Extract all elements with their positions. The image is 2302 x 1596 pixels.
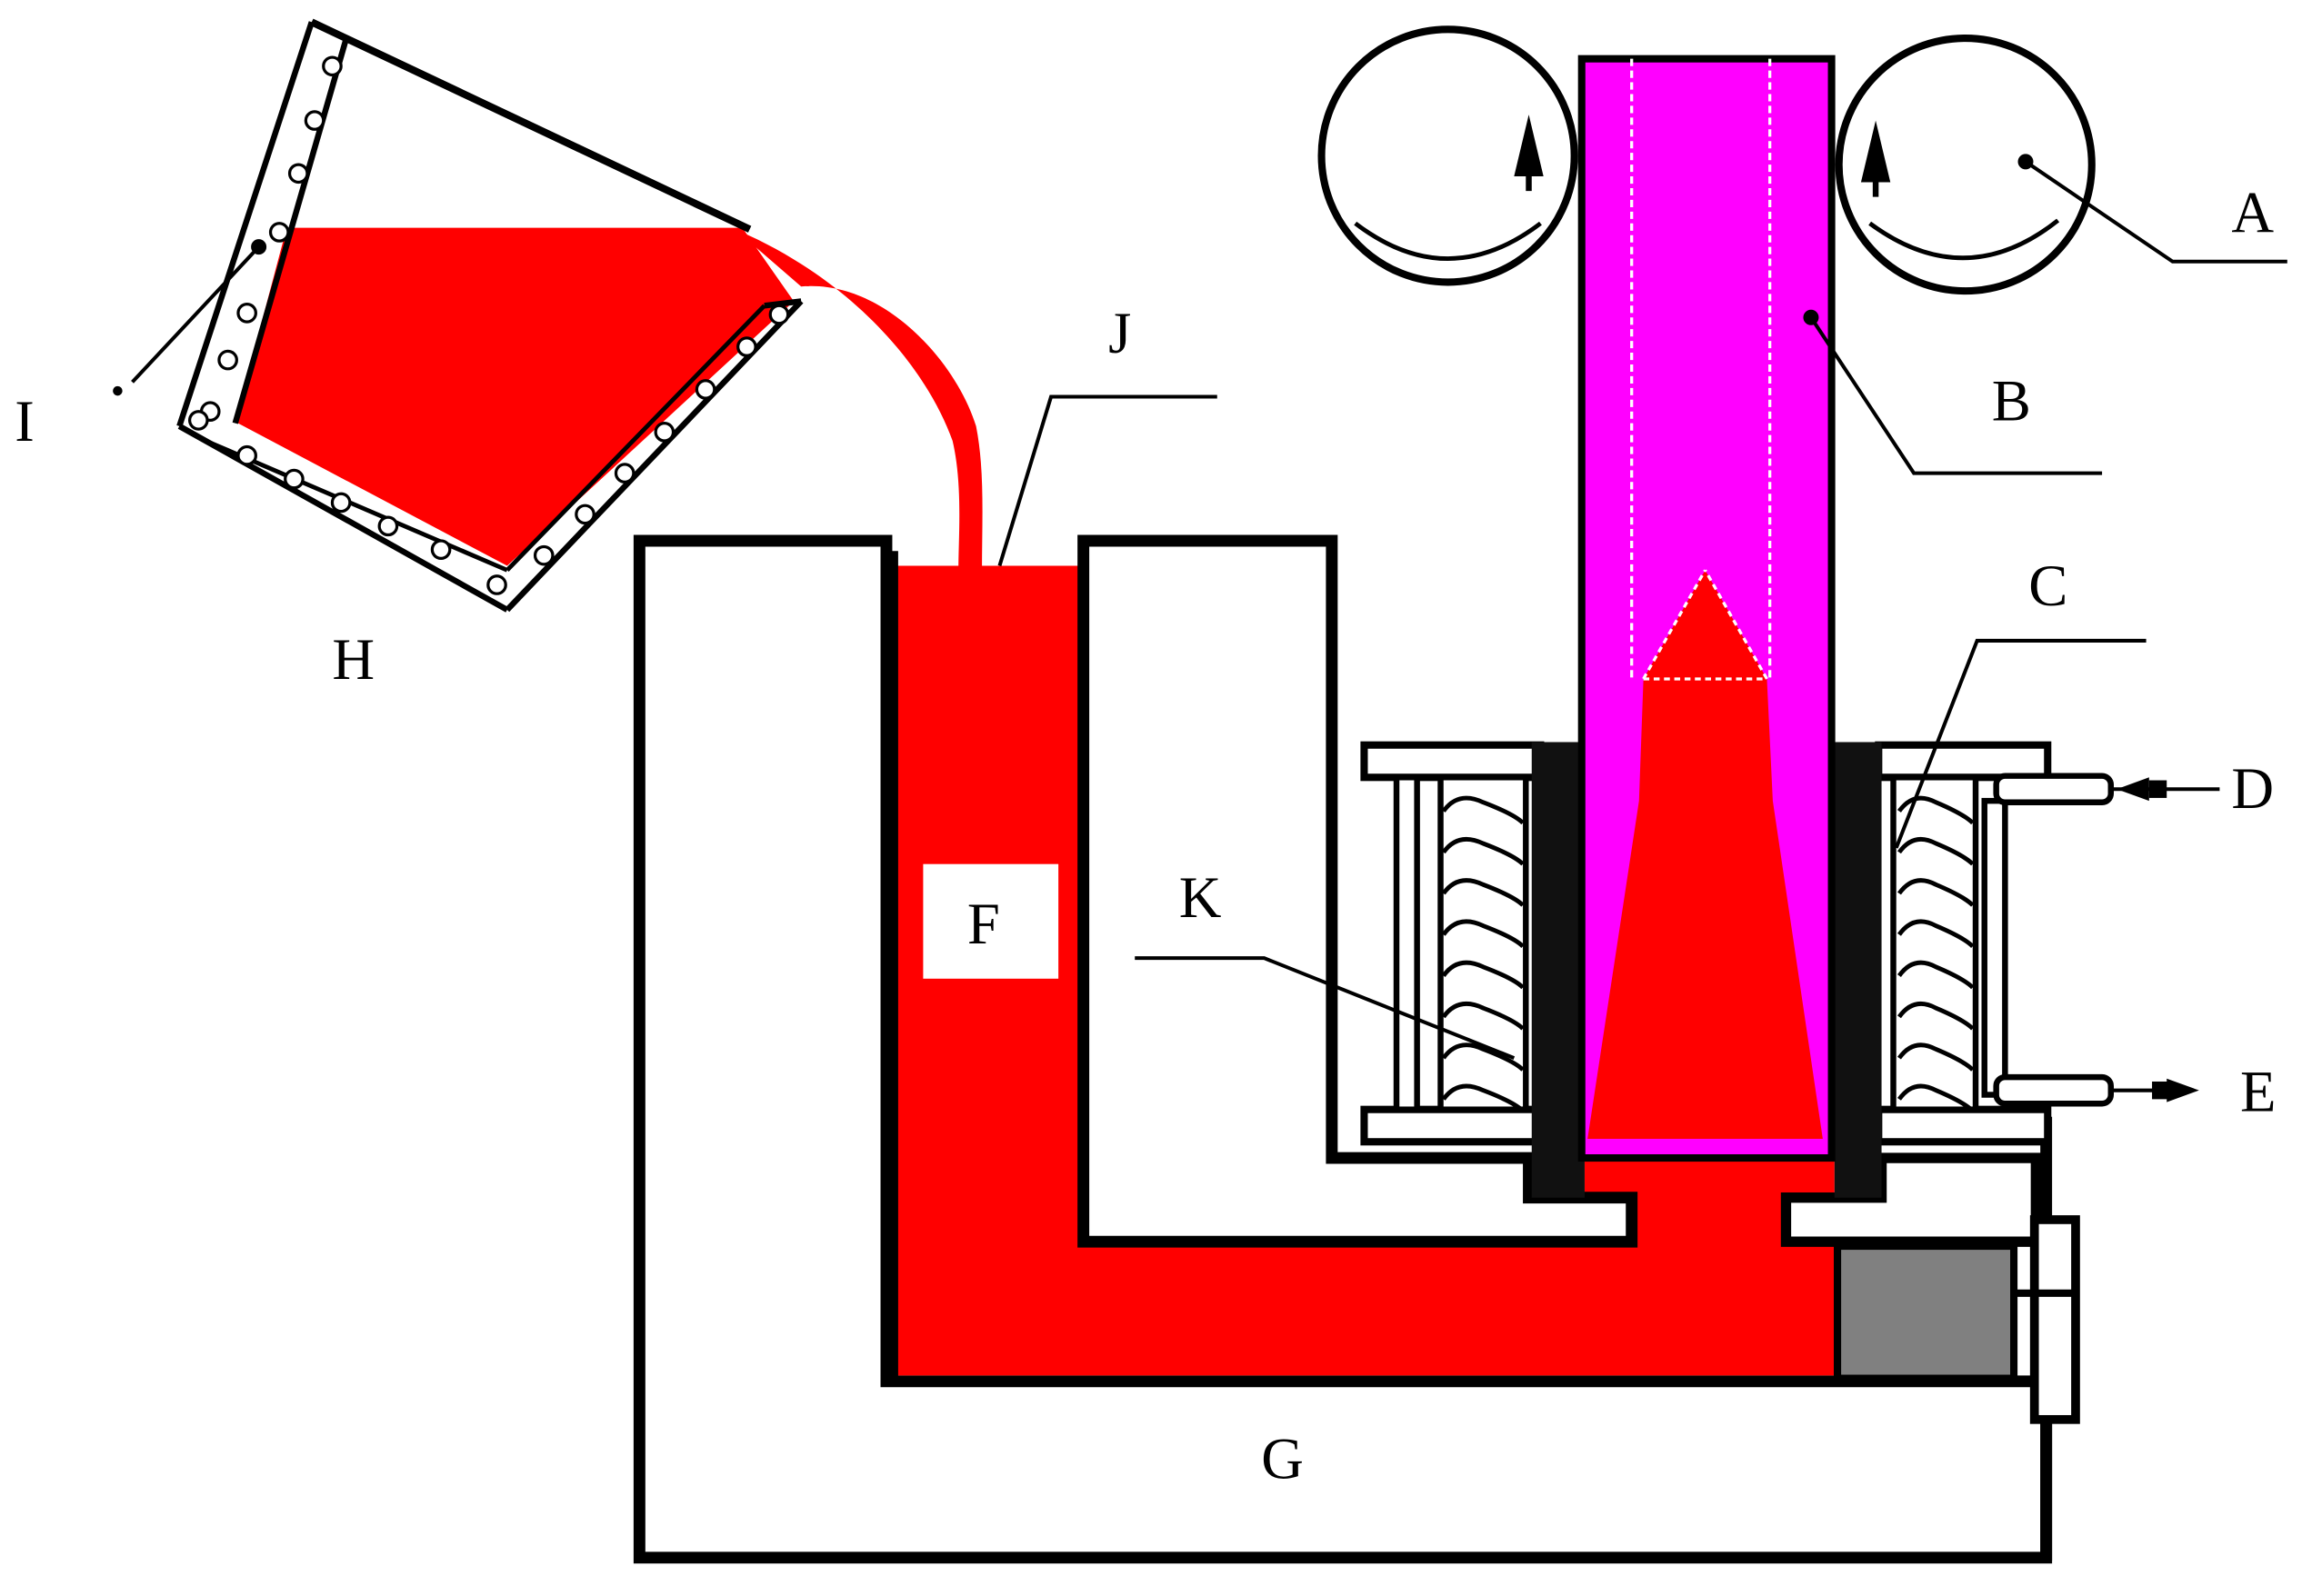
ladle-lining-hole [187, 410, 209, 431]
coil-turn [1897, 795, 1975, 825]
coil-turn [1441, 1083, 1525, 1113]
ladle-lining-hole [268, 222, 290, 243]
ladle-lining-hole [304, 110, 325, 131]
coil-turn [1441, 1002, 1525, 1031]
arrow-e-head [2167, 1078, 2199, 1102]
leader-c [1894, 638, 2147, 849]
coil-turn [1441, 878, 1525, 907]
coil-turn [1897, 1002, 1975, 1031]
leader-lines [113, 154, 2287, 1092]
ladle-lining-hole [236, 444, 257, 466]
ladle-lining-hole [736, 336, 757, 357]
molten-metal-channel [892, 565, 1838, 1376]
coil-turn [1897, 1083, 1975, 1113]
solidification-cone [1587, 678, 1823, 1140]
ladle-lining-hole [654, 422, 676, 443]
coil-turn [1441, 960, 1525, 990]
leader-i [131, 245, 261, 384]
right-cooling-assembly [1875, 741, 2115, 1146]
ladle-lining-hole [695, 379, 716, 400]
arrow-d-tail [2148, 780, 2167, 798]
ladle-lining-hole [284, 468, 305, 490]
label-j: J [1108, 300, 1131, 365]
label-f: F [967, 891, 1000, 956]
ladle-lining-hole [575, 504, 596, 525]
leader-a [2024, 160, 2287, 264]
piston-block [1834, 1242, 2018, 1382]
ladle-lining-hole [533, 544, 555, 566]
right-roller [1835, 34, 2096, 295]
ladle-lining-hole [330, 492, 352, 514]
ladle-lining-hole [614, 463, 636, 484]
coil-turn [1897, 836, 1975, 866]
pouring-stream [735, 229, 983, 571]
coil-turn [1441, 836, 1525, 866]
coil-turn [1897, 1042, 1975, 1072]
mould-right-wall [1834, 742, 1882, 1198]
label-d: D [2231, 755, 2274, 821]
leader-j [997, 394, 1217, 567]
ladle-lining-hole [768, 304, 790, 325]
coil-turn [1897, 960, 1975, 990]
arrow-d-head [2117, 777, 2149, 802]
ladle-lining-hole [217, 349, 238, 371]
label-a: A [2231, 179, 2274, 244]
ladle-lining-hole [322, 55, 343, 77]
ladle-lining-hole [287, 163, 309, 185]
leader-b [1809, 316, 2103, 475]
inner-block [1077, 534, 1638, 1248]
coil-turn [1441, 1042, 1525, 1072]
label-f-box [923, 863, 1059, 979]
ladle-lining-hole [236, 303, 257, 324]
ladle-molten-fill [235, 227, 795, 566]
cone-tip-edge-left [1642, 569, 1706, 680]
leader-k [1135, 956, 1516, 1060]
coil-turn [1897, 919, 1975, 949]
label-g: G [1261, 1426, 1304, 1491]
coil-turn [1441, 919, 1525, 949]
ladle-lining-hole [486, 574, 507, 595]
piston-end-plate [2029, 1215, 2080, 1424]
label-e: E [2240, 1058, 2277, 1123]
ladle-lining-hole [430, 539, 452, 561]
ladle [176, 18, 804, 613]
mould-left-wall [1531, 742, 1585, 1198]
label-b: B [1992, 367, 2031, 433]
cone-tip-edge-right [1704, 569, 1768, 680]
ladle-lining-hole [377, 515, 399, 537]
coil-turn [1441, 795, 1525, 825]
cone-tip [1643, 570, 1767, 679]
arrow-e-tail [2152, 1081, 2170, 1100]
label-c: C [2028, 553, 2067, 618]
label-i: I [15, 388, 35, 454]
label-h: H [332, 626, 375, 692]
left-cooling-assembly [1360, 741, 1545, 1146]
coil-turn [1897, 878, 1975, 907]
label-k: K [1179, 864, 1222, 930]
left-roller [1317, 25, 1578, 286]
